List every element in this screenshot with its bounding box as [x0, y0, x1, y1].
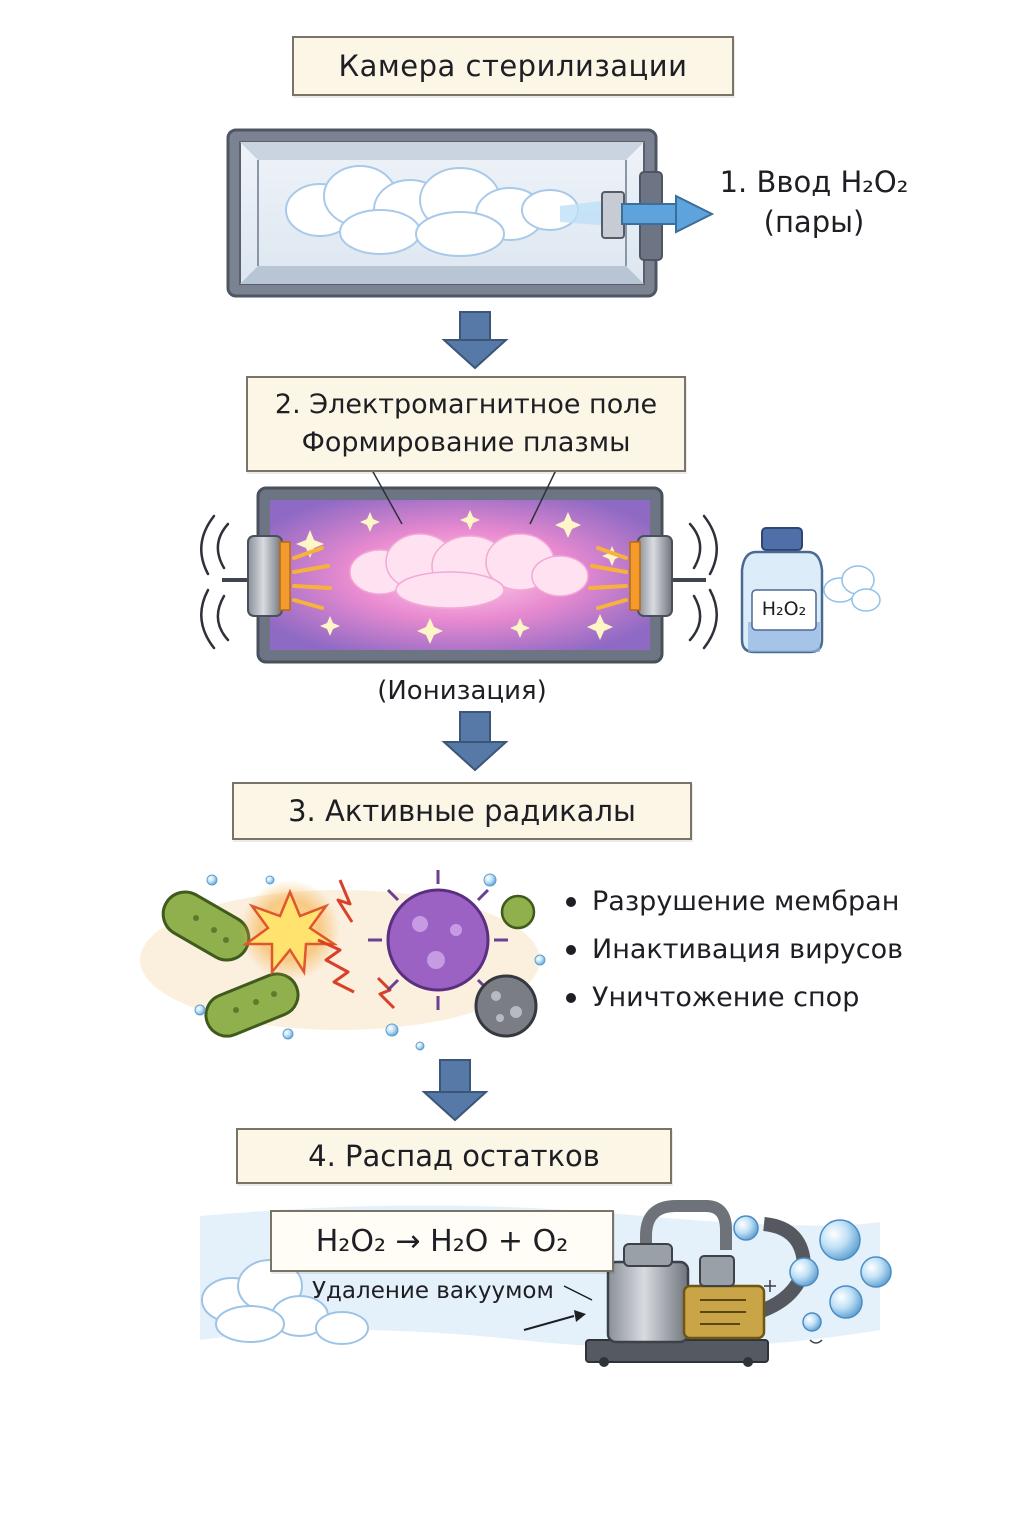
reaction-equation: H₂O₂ → H₂O + O₂ [315, 1223, 569, 1259]
vacuum-pump [585, 1200, 812, 1367]
bullet-icon [566, 945, 576, 955]
inlet-arrow [621, 194, 715, 234]
vapor-cloud [285, 165, 579, 257]
flow-arrow-2 [441, 711, 509, 772]
spore [474, 974, 538, 1038]
bullet-icon [566, 993, 576, 1003]
electrode-right [588, 535, 706, 617]
page-title: Камера стерилизации [338, 49, 688, 83]
list-item: Уничтожение спор [566, 974, 903, 1022]
effects-list: Разрушение мембран Инактивация вирусов У… [566, 878, 903, 1022]
list-item: Инактивация вирусов [566, 926, 903, 974]
virus [368, 870, 508, 1010]
equation-box: H₂O₂ → H₂O + O₂ [270, 1210, 614, 1272]
step-1-sublabel: (пары) [763, 205, 865, 239]
droplets [194, 873, 546, 1051]
list-item: Разрушение мембран [566, 878, 903, 926]
explosion-burst [240, 880, 340, 980]
lightning [317, 879, 396, 1010]
vacuum-label: Удаление вакуумом [312, 1278, 554, 1304]
step-3-title: 3. Активные радикалы [288, 794, 636, 828]
step-2-subtitle: Формирование плазмы [301, 427, 631, 458]
radicals-illustration [140, 870, 546, 1051]
steam-cloud [201, 1259, 369, 1345]
h2o2-bottle [740, 527, 881, 654]
step-4-title: 4. Распад остатков [308, 1139, 600, 1173]
ionization-caption: (Ионизация) [377, 676, 547, 706]
bullet-icon [566, 897, 576, 907]
step-2-title: 2. Электромагнитное поле [274, 389, 658, 420]
step-3-box: 3. Активные радикалы [232, 782, 692, 840]
small-virus [500, 894, 536, 930]
flow-arrow-1 [441, 311, 509, 370]
step-2-box: 2. Электромагнитное поле Формирование пл… [246, 376, 686, 472]
electrode-left [222, 535, 332, 617]
bottle-label: H₂O₂ [761, 598, 807, 620]
bacterium-2 [204, 972, 300, 1038]
title-box: Камера стерилизации [292, 36, 734, 96]
step-4-box: 4. Распад остатков [236, 1128, 672, 1184]
chamber-1 [226, 128, 715, 298]
oxygen-bubbles [733, 1215, 892, 1332]
plasma-chamber [200, 469, 718, 664]
step-1-label: 1. Ввод H₂O₂ [719, 165, 909, 199]
flow-arrow-3 [421, 1059, 489, 1122]
field-waves [200, 514, 718, 650]
step-1-text: 1. Ввод H₂O₂ (пары) [712, 162, 916, 242]
sparkles [296, 510, 622, 644]
